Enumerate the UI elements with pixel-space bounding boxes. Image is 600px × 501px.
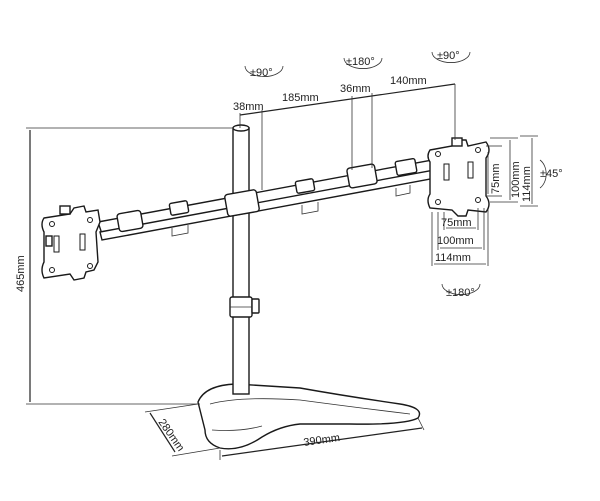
left-vesa-plate	[41, 205, 101, 281]
dim-vesa-w-114: 114mm	[435, 252, 471, 264]
dim-vesa-w-75: 75mm	[441, 217, 472, 229]
stand-pole	[229, 124, 260, 395]
dim-arm-end: 140mm	[390, 75, 427, 87]
rot-tilt: ±45°	[540, 168, 563, 180]
vesa-horizontal-dimension-lines	[431, 208, 489, 266]
cable-clips	[171, 185, 411, 237]
rotation-arm-pole-icon	[244, 65, 284, 77]
base-dimension-lines	[144, 403, 425, 460]
dim-vesa-h-114: 114mm	[521, 166, 533, 202]
height-dimension-lines	[26, 127, 232, 405]
dim-vesa-w-100: 100mm	[437, 235, 474, 247]
dim-total-height: 465mm	[15, 255, 27, 292]
rot-arm-mid: ±180°	[346, 56, 375, 68]
dim-vesa-h-100: 100mm	[510, 161, 522, 198]
dual-arm	[97, 157, 437, 241]
rotation-rotate-icon	[441, 283, 481, 295]
dim-arm-upper: 185mm	[282, 92, 319, 104]
dim-vesa-h-75: 75mm	[490, 163, 502, 194]
vesa-vertical-dimension-lines	[486, 135, 538, 207]
top-dimension-lines	[239, 83, 456, 190]
dim-arm-joint: 36mm	[340, 83, 371, 95]
dim-pole-offset: 38mm	[233, 101, 264, 113]
dim-base-width: 390mm	[303, 432, 341, 449]
rotation-tilt-icon	[539, 159, 547, 189]
dim-base-depth: 280mm	[156, 417, 187, 454]
rotation-arm-head-icon	[431, 51, 471, 63]
arm-joints	[116, 157, 418, 233]
stand-base	[197, 383, 421, 450]
rot-arm-pole: ±90°	[250, 67, 273, 79]
rot-arm-head: ±90°	[437, 50, 460, 62]
rot-rotate: ±180°	[446, 287, 475, 299]
rotation-arm-mid-icon	[343, 57, 383, 69]
right-vesa-plate	[427, 137, 490, 217]
